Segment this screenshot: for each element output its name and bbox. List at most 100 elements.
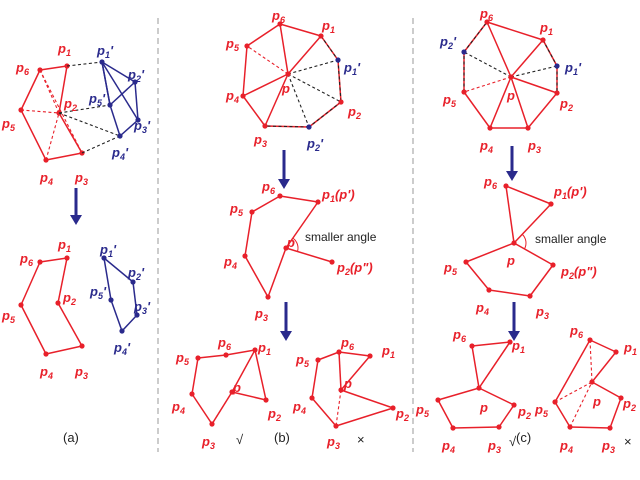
vertex-dot [507,339,513,345]
vertex-dot [242,253,248,259]
polygon-edge [488,289,531,297]
edge [335,389,342,427]
vertex-dot [469,343,475,349]
vertex-label-p6: p6 [261,179,276,196]
vertex-label-p1: p1 [539,20,553,37]
edge [463,76,512,93]
vertex-label-p1pp: p1(p') [321,187,355,204]
polygon-edge [20,69,41,111]
polygon-edge [109,104,121,137]
vertex-label-p2p: p2' [127,67,145,84]
vertex-dot [277,21,283,27]
vertex-label-p5: p5 [442,92,457,109]
vertex-label-p6: p6 [569,323,584,340]
vertex-dot [37,259,43,265]
edge [338,351,342,391]
vertex-label-p2: p2 [62,290,76,307]
edge [478,341,511,389]
polygon-edge [45,152,83,161]
edge [569,381,593,428]
vertex-label-p3: p3 [487,438,501,455]
polygon-edge [254,349,267,401]
polygon-edge [279,195,319,203]
vertex-dot [503,183,509,189]
vertex-label-p6: p6 [340,335,355,352]
vertex-dot [336,349,342,355]
vertex-dot [540,37,546,43]
vertex-label-p1: p1 [321,18,335,35]
vertex-label-p2p: p2' [439,34,457,51]
vertex-label-p1p: p1' [343,60,361,77]
polygon-edge [20,261,41,306]
edge [320,35,339,61]
polygon-edge [498,404,515,428]
edge [287,73,342,103]
vertex-label-p5: p5 [534,402,549,419]
polygon-edge [465,261,490,291]
polygon-edge [58,112,83,154]
vertex-label-p3: p3 [527,138,541,155]
vertex-dot [43,351,49,357]
vertex-dot [309,395,315,401]
polygon-edge [527,92,558,129]
polygon-edge [110,299,123,332]
polygon-edge [554,339,591,403]
vertex-label-p4: p4 [225,88,239,105]
vertex-label-p6: p6 [483,174,498,191]
vertex-label-p2: p2 [395,406,409,423]
polygon-edge [505,185,552,205]
vertex-dot [117,133,123,139]
polygon-edge [589,339,617,353]
vertex-label-p1: p1 [623,340,637,357]
vertex-dot [130,279,136,285]
angle-arc [521,233,527,250]
vertex-dot [223,352,229,358]
vertex-label-p2p: p2' [306,136,324,153]
vertex-label-p4: p4 [39,364,53,381]
vertex-dot [132,79,138,85]
polygon-edge [542,39,558,67]
vertex-dot [335,57,341,63]
vertex-label-p4: p4 [39,170,53,187]
caption-c: (c) [516,430,531,445]
edge [211,391,233,425]
polygon-edge [57,302,83,347]
edge [510,76,558,94]
annotation-smaller-angle: smaller angle [305,230,377,244]
down-arrow-head [280,331,292,341]
edge [287,73,310,128]
mark-incorrect: × [624,434,632,449]
vertex-label-p1: p1 [57,41,71,58]
vertex-dot [390,405,396,411]
polygon-edge [554,401,571,428]
vertex-dot [511,240,517,246]
vertex-dot [99,59,105,65]
vertex-label-p1: p1 [257,340,271,357]
down-arrow-head [70,215,82,225]
polygon-edge [225,349,256,356]
polygon-edge [340,389,394,409]
vertex-dot [244,43,250,49]
angle-arc [292,237,299,252]
edge [231,349,256,393]
polygon-edge [197,354,227,359]
polygon-edge [471,345,480,389]
vertex-dot [487,125,493,131]
polygon-edge [285,201,319,249]
vertex-dot [567,424,573,430]
polygon-edge [251,195,281,213]
caption-b: (b) [274,430,290,445]
vertex-dot [338,387,344,393]
vertex-label-p6: p6 [217,335,232,352]
vertex-label-p5: p5 [1,308,16,325]
mark-incorrect: × [357,432,365,447]
vertex-dot [285,71,291,77]
polygon-edge [471,341,511,347]
vertex-label-p6: p6 [271,8,286,25]
vertex-label-p3: p3 [326,434,340,451]
vertex-label-p4: p4 [171,399,185,416]
polygon-edge [134,81,139,121]
edge [242,73,289,97]
polygon-edge [311,397,337,427]
